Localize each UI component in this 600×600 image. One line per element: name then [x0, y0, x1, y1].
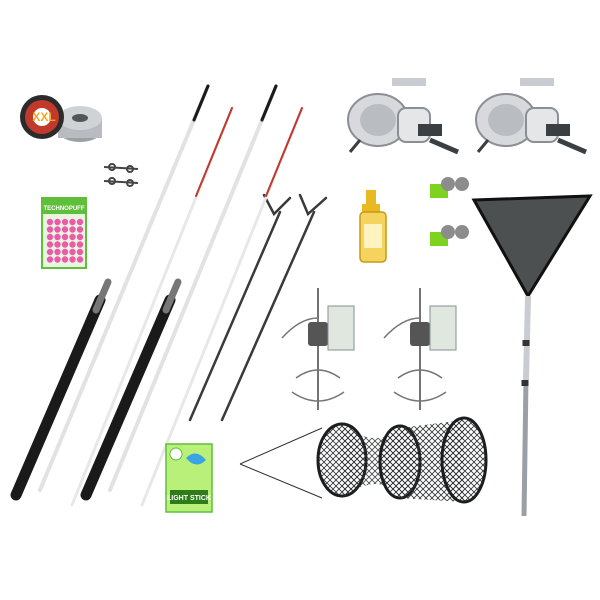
boilie-bead [46, 218, 54, 226]
boilie-bead [76, 248, 84, 256]
boilie-bead [61, 233, 69, 241]
rod-rest-icon [188, 193, 328, 422]
boilie-bead [61, 248, 69, 256]
bite-alarm-bell-icon [430, 177, 469, 246]
spinning-reel-icon [475, 78, 587, 155]
swivel-clips-icon [103, 163, 139, 187]
boilie-bead [46, 256, 54, 263]
boilie-bead [61, 218, 69, 226]
boilie-bead [61, 241, 69, 248]
line-brand-label: XXL [32, 110, 55, 124]
keep-net-icon [239, 416, 488, 504]
boilie-bead [54, 218, 61, 226]
boilie-beads [46, 218, 84, 263]
boilie-bead [54, 256, 61, 263]
light-stick-label: LIGHT STICK [167, 495, 211, 502]
boilie-bead [69, 226, 76, 233]
boilie-bead [46, 248, 54, 256]
boilie-bead [46, 241, 54, 248]
feeder-rig-icon [281, 288, 355, 410]
boilie-bead [69, 233, 76, 241]
boilie-bead [54, 241, 61, 248]
boilie-bead [54, 226, 61, 233]
light-stick-pack-icon: LIGHT STICK [165, 443, 213, 513]
boilie-bead [54, 248, 61, 256]
fishing-rod-icon [10, 84, 304, 507]
landing-net-icon [471, 194, 593, 517]
boilie-bead [76, 241, 84, 248]
boilie-bead [61, 226, 69, 233]
boilie-bead [46, 226, 54, 233]
boilie-bead [69, 241, 76, 248]
fishing-line-spool-icon: XXL [20, 95, 102, 142]
boilie-bead [69, 218, 76, 226]
boilie-bead [76, 226, 84, 233]
boilie-bead [46, 233, 54, 241]
bait-brand-label: TECHNOPUFF [44, 206, 85, 212]
boilie-bead [76, 233, 84, 241]
boilie-bait-pack-icon: TECHNOPUFF [41, 197, 87, 269]
boilie-bead [76, 256, 84, 263]
boilie-bead [61, 256, 69, 263]
bait-spray-bottle-icon [359, 190, 387, 263]
feeder-rig-icon [383, 288, 457, 410]
boilie-bead [54, 233, 61, 241]
boilie-bead [69, 256, 76, 263]
boilie-bead [76, 218, 84, 226]
boilie-bead [69, 248, 76, 256]
spinning-reel-icon [347, 78, 459, 155]
